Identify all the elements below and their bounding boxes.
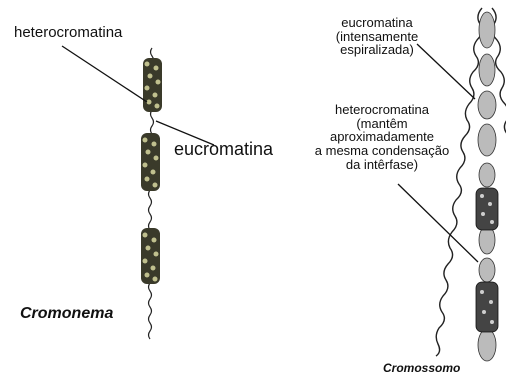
label-line: a mesma condensação xyxy=(302,144,462,158)
label-line: eucromatina xyxy=(307,16,447,30)
label-euchromatin-left: eucromatina xyxy=(174,140,273,159)
label-heterochromatin-left: heterocromatina xyxy=(14,25,122,41)
label-heterochromatin-right: heterocromatina (mantêm aproximadamente … xyxy=(302,103,462,171)
label-line: da intêrfase) xyxy=(302,158,462,172)
label-line: (intensamente xyxy=(307,30,447,44)
label-line: (mantêm xyxy=(302,117,462,131)
leader-line-heterochromatin-right xyxy=(398,184,478,262)
leader-line-heterochromatin xyxy=(62,46,147,102)
heterochromatin-block xyxy=(141,133,160,191)
heterochromatin-block xyxy=(141,228,160,284)
cromonema-figure xyxy=(62,46,214,339)
label-line: heterocromatina xyxy=(302,103,462,117)
heterochromatin-block xyxy=(143,58,162,112)
label-line: aproximadamente xyxy=(302,130,462,144)
cromossomo-figure xyxy=(398,8,506,361)
caption-cromossomo: Cromossomo xyxy=(383,362,460,375)
label-line: espiralizada) xyxy=(307,43,447,57)
caption-cromonema: Cromonema xyxy=(20,306,113,323)
cromossomo-left-edge xyxy=(436,8,482,356)
label-euchromatin-right: eucromatina (intensamente espiralizada) xyxy=(307,16,447,57)
